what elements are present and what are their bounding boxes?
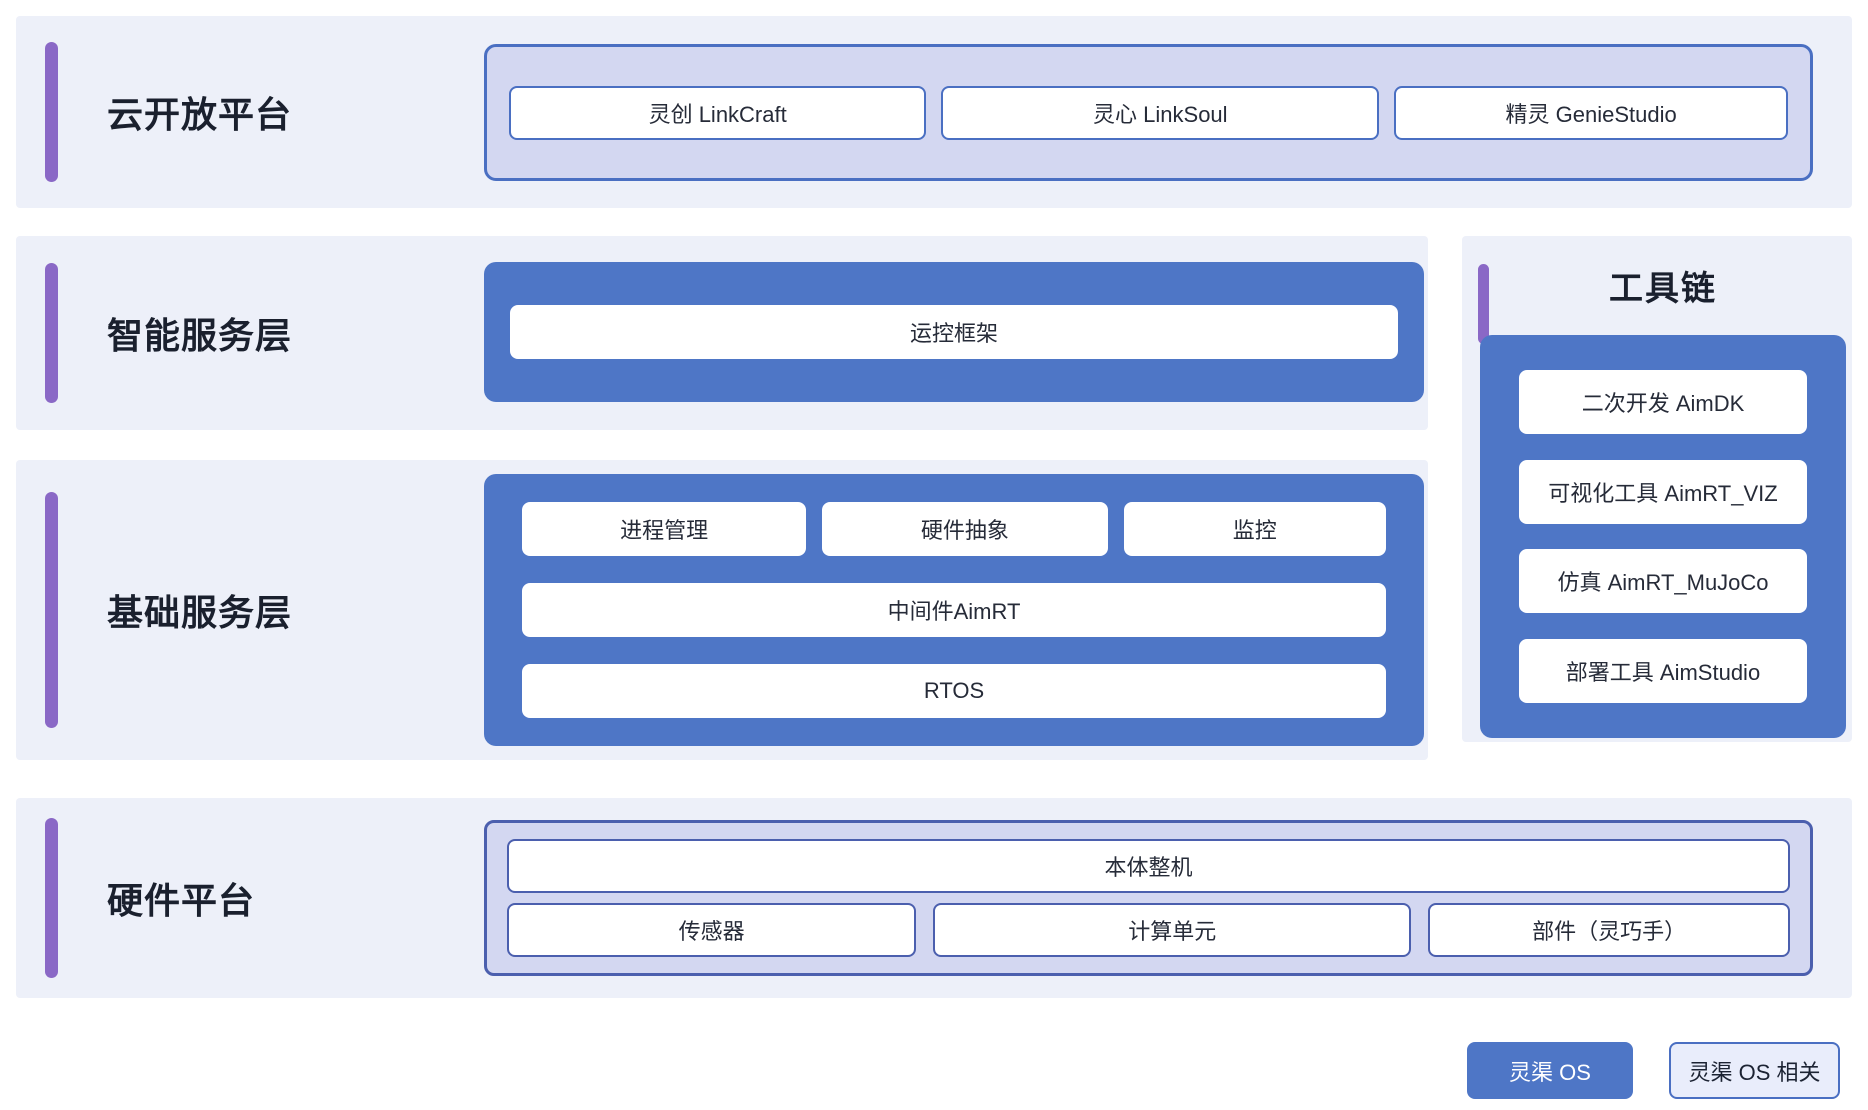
- node-compute-unit: 计算单元: [933, 903, 1412, 957]
- section-title-cloud-platform: 云开放平台: [107, 94, 293, 135]
- node-hardware-abstraction: 硬件抽象: [822, 502, 1108, 556]
- hardware-platform-container: 本体整机 传感器 计算单元 部件（灵巧手）: [484, 820, 1813, 976]
- toolchain-container: 二次开发 AimDK 可视化工具 AimRT_VIZ 仿真 AimRT_MuJo…: [1480, 335, 1846, 738]
- section-title-toolchain: 工具链: [1609, 270, 1717, 308]
- node-linkcraft: 灵创 LinkCraft: [509, 85, 927, 140]
- accent-bar-base: [45, 492, 58, 728]
- accent-bar-cloud: [45, 42, 58, 182]
- node-robot-body: 本体整机: [507, 839, 1790, 893]
- node-process-management: 进程管理: [522, 502, 807, 556]
- section-intelligent-service-layer: 智能服务层 运控框架: [16, 236, 1428, 430]
- node-parts-dexterous-hand: 部件（灵巧手）: [1428, 903, 1790, 957]
- accent-bar-intelligent: [45, 263, 58, 403]
- section-title-intelligent-service-layer: 智能服务层: [107, 315, 293, 356]
- node-aimrt-mujoco: 仿真 AimRT_MuJoCo: [1519, 549, 1807, 614]
- section-cloud-platform: 云开放平台 灵创 LinkCraft 灵心 LinkSoul 精灵 GenieS…: [16, 16, 1852, 208]
- node-aimrt-viz: 可视化工具 AimRT_VIZ: [1519, 459, 1807, 524]
- node-sensors: 传感器: [507, 903, 917, 957]
- section-title-base-service-layer: 基础服务层: [107, 592, 293, 633]
- node-aimstudio: 部署工具 AimStudio: [1519, 638, 1807, 703]
- accent-bar-hardware: [45, 818, 58, 978]
- legend-os-badge: 灵渠 OS: [1467, 1042, 1633, 1099]
- node-linksoul: 灵心 LinkSoul: [941, 85, 1380, 140]
- node-monitoring: 监控: [1123, 502, 1386, 556]
- cloud-platform-container: 灵创 LinkCraft 灵心 LinkSoul 精灵 GenieStudio: [484, 44, 1813, 181]
- intelligent-service-container: 运控框架: [484, 262, 1424, 402]
- node-rtos: RTOS: [522, 664, 1386, 718]
- legend-os-related-badge: 灵渠 OS 相关: [1669, 1042, 1840, 1099]
- base-service-container: 进程管理 硬件抽象 监控 中间件AimRT RTOS: [484, 474, 1424, 746]
- section-hardware-platform: 硬件平台 本体整机 传感器 计算单元 部件（灵巧手）: [16, 798, 1852, 998]
- accent-bar-toolchain: [1478, 264, 1489, 344]
- node-motion-control-framework: 运控框架: [510, 305, 1398, 359]
- section-toolchain: 工具链 二次开发 AimDK 可视化工具 AimRT_VIZ 仿真 AimRT_…: [1462, 236, 1852, 742]
- node-middleware-aimrt: 中间件AimRT: [522, 583, 1386, 637]
- section-base-service-layer: 基础服务层 进程管理 硬件抽象 监控 中间件AimRT RTOS: [16, 460, 1428, 760]
- node-geniestudio: 精灵 GenieStudio: [1394, 85, 1788, 140]
- node-aimdk: 二次开发 AimDK: [1519, 370, 1807, 435]
- section-title-hardware-platform: 硬件平台: [107, 880, 256, 921]
